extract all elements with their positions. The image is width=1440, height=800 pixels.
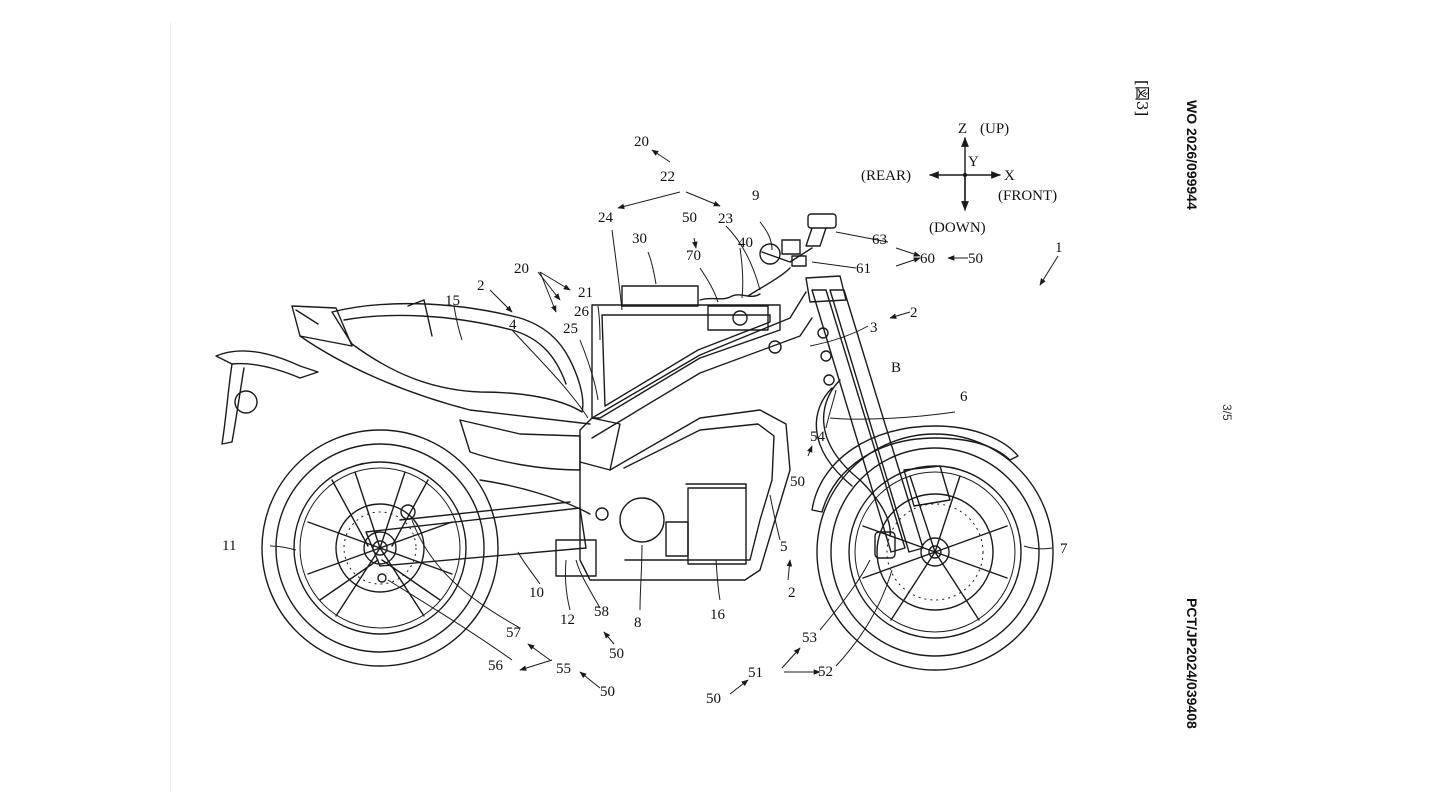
label-1: 1 [1055, 240, 1063, 256]
label-20-top: 20 [634, 134, 649, 150]
label-57: 57 [506, 625, 522, 641]
label-70: 70 [686, 248, 701, 264]
rear-brake-disc [335, 503, 425, 593]
axis-z-label: Z [958, 121, 967, 137]
axis-down-label: (DOWN) [929, 220, 986, 236]
battery-case [591, 304, 781, 419]
axis-rear-label: (REAR) [861, 168, 911, 184]
label-53: 53 [802, 630, 817, 646]
fork-bracket [903, 465, 951, 507]
front-axle-hub [920, 537, 950, 567]
label-22: 22 [660, 169, 675, 185]
label-B: B [891, 360, 901, 376]
pivot-bracket [555, 539, 597, 577]
label-4: 4 [509, 317, 517, 333]
label-25: 25 [563, 321, 578, 337]
battery-box [591, 285, 781, 419]
label-63: 63 [872, 232, 887, 248]
label-12: 12 [560, 612, 575, 628]
switch-housing [781, 239, 801, 255]
label-50-c: 50 [790, 474, 805, 490]
label-50-a: 50 [682, 210, 697, 226]
label-23: 23 [718, 211, 733, 227]
front-wheel [816, 433, 1054, 671]
label-5: 5 [780, 539, 788, 555]
label-15: 15 [445, 293, 460, 309]
rear-wheel-spokes [307, 471, 453, 617]
front-fork [805, 275, 951, 553]
label-40: 40 [738, 235, 753, 251]
label-52: 52 [818, 664, 833, 680]
label-2-upper: 2 [477, 278, 485, 294]
axis-x-label: X [1004, 168, 1015, 184]
rear-wheel [261, 429, 499, 667]
axis-origin [962, 172, 968, 178]
front-fender [811, 425, 1019, 513]
label-50-b: 50 [968, 251, 983, 267]
label-21: 21 [578, 285, 593, 301]
label-30: 30 [632, 231, 647, 247]
leader-lines [269, 149, 1059, 695]
label-16: 16 [710, 607, 726, 623]
control-cable [747, 267, 791, 297]
label-60: 60 [920, 251, 935, 267]
label-56: 56 [488, 658, 504, 674]
front-brake-disc [876, 493, 994, 611]
inverter [687, 487, 747, 565]
main-frame [579, 291, 813, 581]
brake-hose [823, 379, 891, 537]
label-51: 51 [748, 665, 763, 681]
axis-front-label: (FRONT) [998, 188, 1057, 204]
label-50-f: 50 [706, 691, 721, 707]
label-50-e: 50 [600, 684, 615, 700]
rear-fender-tail-light [215, 350, 319, 445]
seat-and-tail [291, 299, 591, 471]
control-box [707, 305, 769, 331]
handlebar [761, 247, 813, 263]
label-10: 10 [529, 585, 544, 601]
tail-light [234, 390, 258, 414]
drawing-sheet [170, 22, 1271, 792]
label-3: 3 [870, 320, 878, 336]
label-8: 8 [634, 615, 642, 631]
label-50-d: 50 [609, 646, 624, 662]
axis-y-label: Y [968, 154, 979, 170]
wiring [699, 293, 761, 301]
front-wheel-spokes [862, 475, 1008, 621]
label-20-side: 20 [514, 261, 529, 277]
label-6: 6 [960, 389, 968, 405]
label-11: 11 [222, 538, 236, 554]
seat [331, 302, 584, 413]
label-9: 9 [752, 188, 760, 204]
grab-strap [407, 299, 433, 337]
handlebar-assembly [747, 213, 837, 297]
master-cylinder-reservoir [807, 213, 837, 229]
drive-chain [479, 479, 591, 515]
side-panel [459, 419, 581, 471]
axis-up-label: (UP) [980, 121, 1009, 137]
label-7: 7 [1060, 541, 1068, 557]
lower-frame-loop [579, 409, 791, 581]
tail-cowl [291, 305, 353, 347]
label-55: 55 [556, 661, 571, 677]
reference-numerals: 1 2 2 2 3 4 5 6 7 8 9 10 11 12 15 16 20 … [222, 134, 1068, 707]
label-2-lower: 2 [788, 585, 796, 601]
charger-unit [621, 285, 699, 307]
label-26: 26 [574, 304, 590, 320]
motor [619, 497, 665, 543]
coordinate-axes: Z (UP) Y X (REAR) (FRONT) (DOWN) [861, 121, 1057, 236]
label-2-right: 2 [910, 305, 918, 321]
rear-axle-hub [363, 531, 397, 565]
label-54: 54 [810, 429, 826, 445]
label-61: 61 [856, 261, 871, 277]
frame-joint-plate [579, 417, 621, 471]
label-58: 58 [594, 604, 609, 620]
top-clamp [805, 275, 847, 303]
swing-arm [365, 479, 597, 577]
grip-end [759, 243, 781, 265]
label-24: 24 [598, 210, 614, 226]
